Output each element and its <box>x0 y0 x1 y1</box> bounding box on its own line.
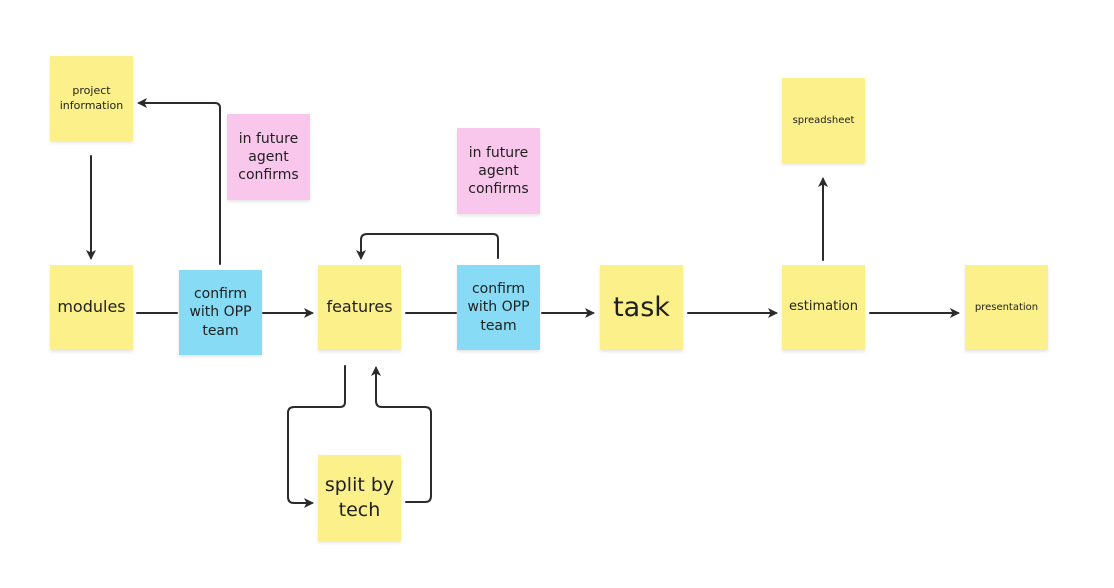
sticky-note-confirm-opp-team-1[interactable]: confirm with OPP team <box>179 270 262 355</box>
arrow-confirm-2-to-features <box>356 233 499 260</box>
sticky-note-presentation[interactable]: presentation <box>965 265 1048 350</box>
spreadsheet-text: spreadsheet <box>792 115 855 126</box>
task-text: task <box>613 291 670 323</box>
sticky-note-modules[interactable]: modules <box>50 265 133 350</box>
confirm-opp-team-2-text: confirm with OPP team <box>467 281 530 334</box>
project-information-text: project information <box>59 84 124 112</box>
sticky-note-in-future-agent-confirms-1[interactable]: in future agent confirms <box>227 114 310 200</box>
in-future-agent-confirms-2-text: in future agent confirms <box>468 144 529 198</box>
sticky-note-in-future-agent-confirms-2[interactable]: in future agent confirms <box>457 128 540 214</box>
in-future-agent-confirms-1-text: in future agent confirms <box>238 130 299 184</box>
presentation-text: presentation <box>974 302 1039 313</box>
arrow-confirm-1-to-project <box>137 98 221 265</box>
sticky-note-estimation[interactable]: estimation <box>782 265 865 350</box>
sticky-note-task[interactable]: task <box>600 265 683 350</box>
split-by-tech-text: split by tech <box>324 474 395 521</box>
sticky-note-features[interactable]: features <box>318 265 401 350</box>
sticky-note-spreadsheet[interactable]: spreadsheet <box>782 78 865 163</box>
confirm-opp-team-1-text: confirm with OPP team <box>189 286 252 339</box>
estimation-text: estimation <box>788 299 858 315</box>
sticky-note-project-information[interactable]: project information <box>50 56 133 141</box>
sticky-note-confirm-opp-team-2[interactable]: confirm with OPP team <box>457 265 540 350</box>
features-text: features <box>326 297 393 317</box>
modules-text: modules <box>57 297 126 317</box>
sticky-note-split-by-tech[interactable]: split by tech <box>318 455 401 541</box>
